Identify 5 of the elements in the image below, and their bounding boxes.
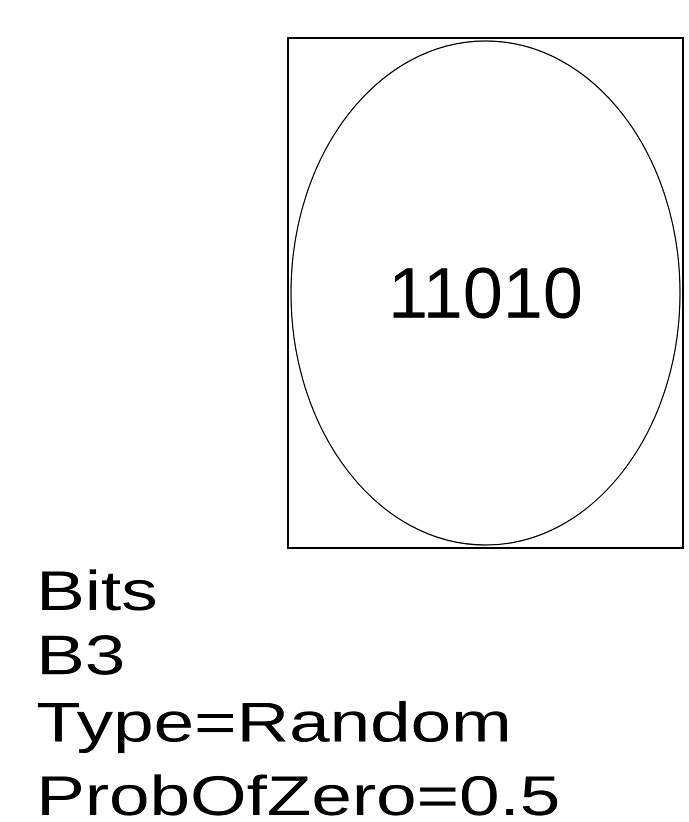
block-label: B3 [42, 635, 122, 675]
block-label: Type=Random [38, 700, 507, 754]
ellipse-node: 11010 [290, 40, 681, 546]
block-label: ProbOfZero=0.5 [42, 774, 558, 816]
block-label: Bits [42, 569, 155, 611]
